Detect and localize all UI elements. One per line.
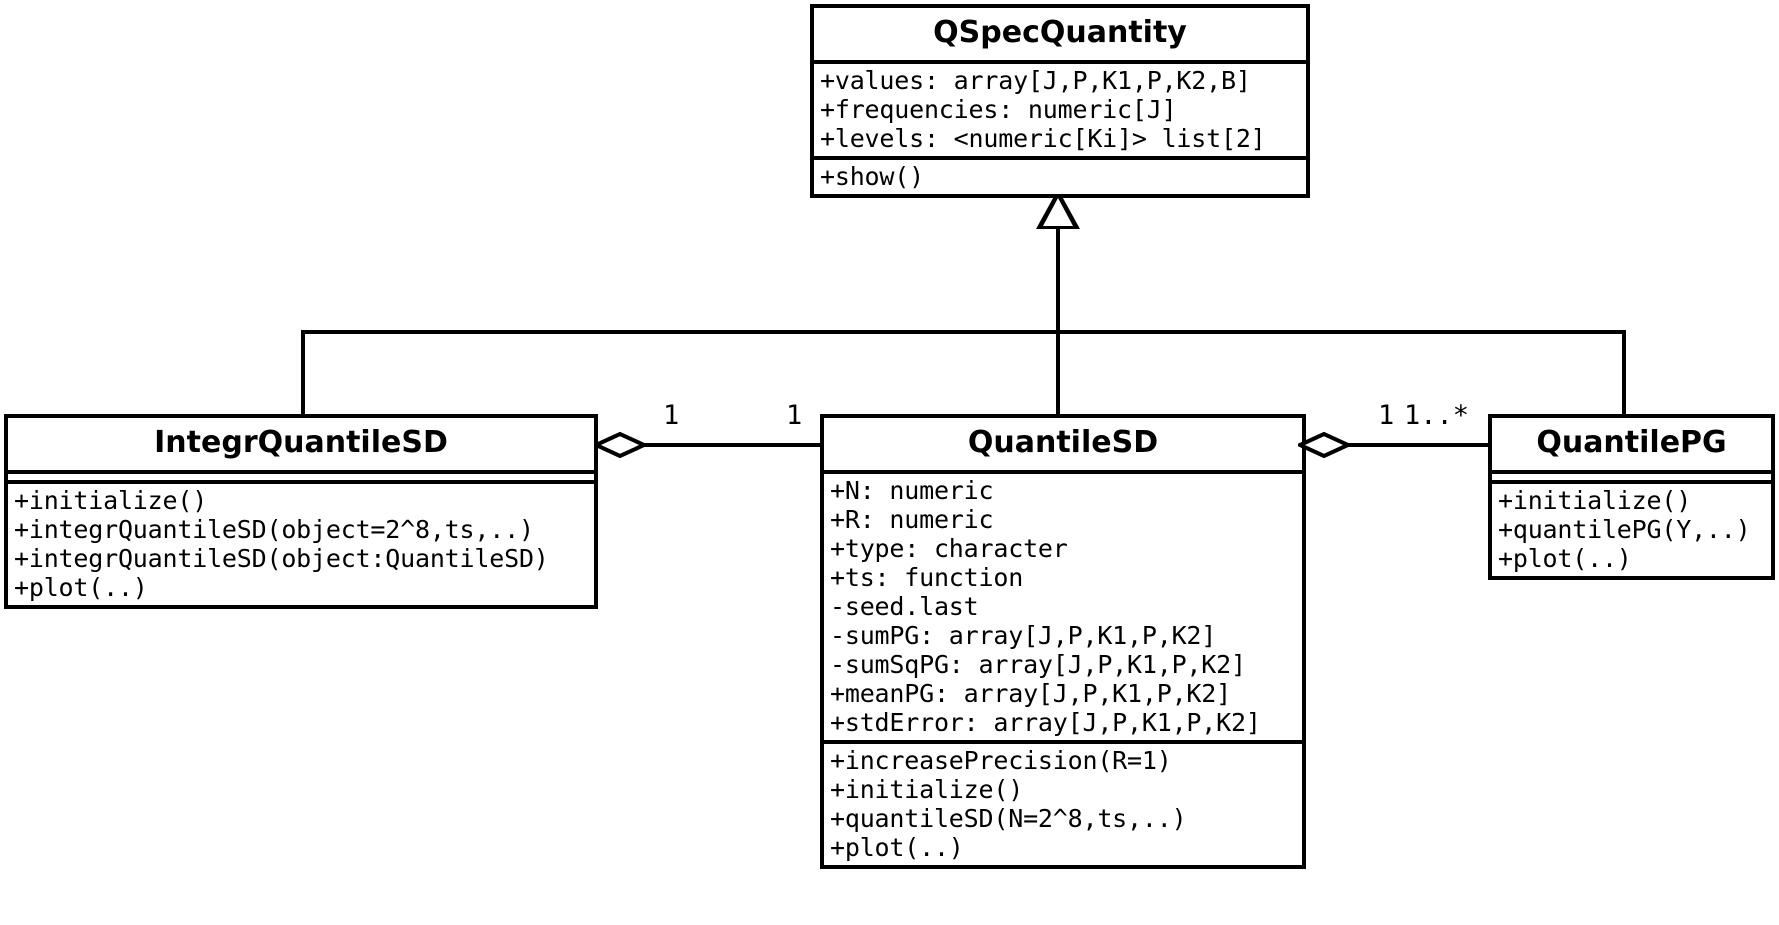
methods-quantilesd: +increasePrecision(R=1) +initialize() +q… <box>824 744 1302 865</box>
method-row: +quantileSD(N=2^8,ts,..) <box>830 804 1187 833</box>
methods-qspecquantity: +show() <box>814 160 1306 194</box>
attribute-row: +meanPG: array[J,P,K1,P,K2] <box>830 679 1231 708</box>
generalization-drop-integrquantilesd <box>301 330 305 418</box>
class-box-quantilesd[interactable]: QuantileSD +N: numeric +R: numeric +type… <box>820 414 1306 869</box>
generalization-stem <box>1056 228 1060 332</box>
class-separator <box>1492 480 1771 484</box>
class-separator <box>1492 470 1771 474</box>
attribute-row: +frequencies: numeric[J] <box>820 95 1177 124</box>
attribute-row: -sumPG: array[J,P,K1,P,K2] <box>830 621 1217 650</box>
attribute-row: +N: numeric <box>830 476 994 505</box>
method-row: +plot(..) <box>14 573 148 602</box>
method-row: +plot(..) <box>1498 544 1632 573</box>
attribute-row: -seed.last <box>830 592 979 621</box>
multiplicity-left-far: 1 <box>786 400 803 431</box>
class-separator <box>824 470 1302 474</box>
attributes-qspecquantity: +values: array[J,P,K1,P,K2,B] +frequenci… <box>814 64 1306 156</box>
method-row: +integrQuantileSD(object=2^8,ts,..) <box>14 515 534 544</box>
class-title-integrquantilesd: IntegrQuantileSD <box>154 425 448 460</box>
generalization-drop-quantilepg <box>1622 330 1626 418</box>
generalization-bus <box>301 330 1626 334</box>
class-separator <box>814 156 1306 160</box>
association-line-left <box>596 443 826 447</box>
class-box-quantilepg[interactable]: QuantilePG +initialize() +quantilePG(Y,.… <box>1488 414 1775 580</box>
attributes-quantilesd: +N: numeric +R: numeric +type: character… <box>824 474 1302 740</box>
class-box-qspecquantity[interactable]: QSpecQuantity +values: array[J,P,K1,P,K2… <box>810 4 1310 198</box>
association-line-right <box>1300 443 1490 447</box>
aggregation-diamond-left <box>594 432 646 458</box>
method-row: +increasePrecision(R=1) <box>830 746 1172 775</box>
aggregation-diamond-right <box>1298 432 1350 458</box>
method-row: +initialize() <box>14 486 208 515</box>
multiplicity-left-near: 1 <box>663 400 680 431</box>
method-row: +initialize() <box>830 775 1024 804</box>
attribute-row: +levels: <numeric[Ki]> list[2] <box>820 124 1266 153</box>
methods-quantilepg: +initialize() +quantilePG(Y,..) +plot(..… <box>1492 484 1771 576</box>
generalization-drop-quantilesd <box>1056 330 1060 418</box>
methods-integrquantilesd: +initialize() +integrQuantileSD(object=2… <box>8 484 594 605</box>
method-row: +show() <box>820 162 924 191</box>
class-separator <box>814 60 1306 64</box>
attribute-row: +values: array[J,P,K1,P,K2,B] <box>820 66 1251 95</box>
attribute-row: +stdError: array[J,P,K1,P,K2] <box>830 708 1261 737</box>
method-row: +integrQuantileSD(object:QuantileSD) <box>14 544 549 573</box>
class-title-qspecquantity: QSpecQuantity <box>933 15 1187 50</box>
method-row: +quantilePG(Y,..) <box>1498 515 1751 544</box>
class-separator <box>824 740 1302 744</box>
attribute-row: +R: numeric <box>830 505 994 534</box>
method-row: +plot(..) <box>830 833 964 862</box>
multiplicity-right-near: 1 <box>1378 400 1395 431</box>
attribute-row: +ts: function <box>830 563 1024 592</box>
attribute-row: -sumSqPG: array[J,P,K1,P,K2] <box>830 650 1246 679</box>
class-title-quantilepg: QuantilePG <box>1536 425 1727 460</box>
class-separator <box>8 470 594 474</box>
multiplicity-right-far: 1..* <box>1404 400 1470 431</box>
method-row: +initialize() <box>1498 486 1692 515</box>
class-title-quantilesd: QuantileSD <box>967 425 1159 460</box>
class-box-integrquantilesd[interactable]: IntegrQuantileSD +initialize() +integrQu… <box>4 414 598 609</box>
class-separator <box>8 480 594 484</box>
attribute-row: +type: character <box>830 534 1068 563</box>
